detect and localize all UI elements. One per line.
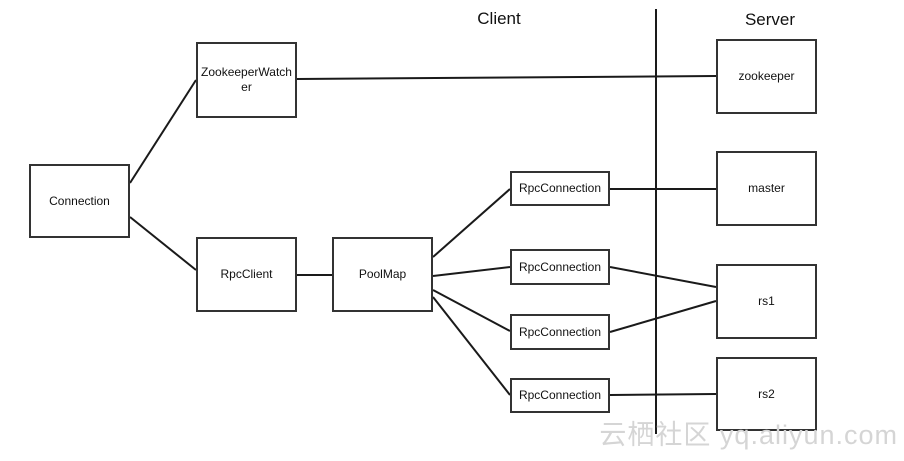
node-rpc-connection-1: RpcConnection <box>510 171 610 206</box>
edge-connection-zookeeperwatcher <box>129 79 197 184</box>
node-connection: Connection <box>29 164 130 238</box>
node-rs2: rs2 <box>716 357 817 431</box>
edge-rpcconnection2-rs1 <box>609 266 717 288</box>
client-region-label: Client <box>477 9 521 28</box>
node-zookeeper-watcher: ZookeeperWatcher <box>196 42 297 118</box>
node-pool-map: PoolMap <box>332 237 433 312</box>
edge-poolmap-rpcconnection2 <box>432 266 511 277</box>
edge-zookeeperwatcher-zookeeper <box>296 75 717 80</box>
node-rpc-connection-3: RpcConnection <box>510 314 610 350</box>
edge-rpcconnection4-rs2 <box>609 393 717 396</box>
edge-poolmap-rpcconnection4 <box>432 296 511 396</box>
node-rs1: rs1 <box>716 264 817 339</box>
node-zookeeper: zookeeper <box>716 39 817 114</box>
edge-poolmap-rpcconnection1 <box>432 188 511 258</box>
server-region-label: Server <box>744 10 796 29</box>
node-rpc-connection-4: RpcConnection <box>510 378 610 413</box>
edge-rpcconnection3-rs1 <box>609 300 717 333</box>
node-master: master <box>716 151 817 226</box>
node-rpc-client: RpcClient <box>196 237 297 312</box>
edge-connection-rpcclient <box>129 216 197 271</box>
yunqi-community-watermark: 云栖社区 yq.aliyun.com <box>599 420 898 450</box>
edge-poolmap-rpcconnection3 <box>432 289 511 332</box>
node-rpc-connection-2: RpcConnection <box>510 249 610 285</box>
